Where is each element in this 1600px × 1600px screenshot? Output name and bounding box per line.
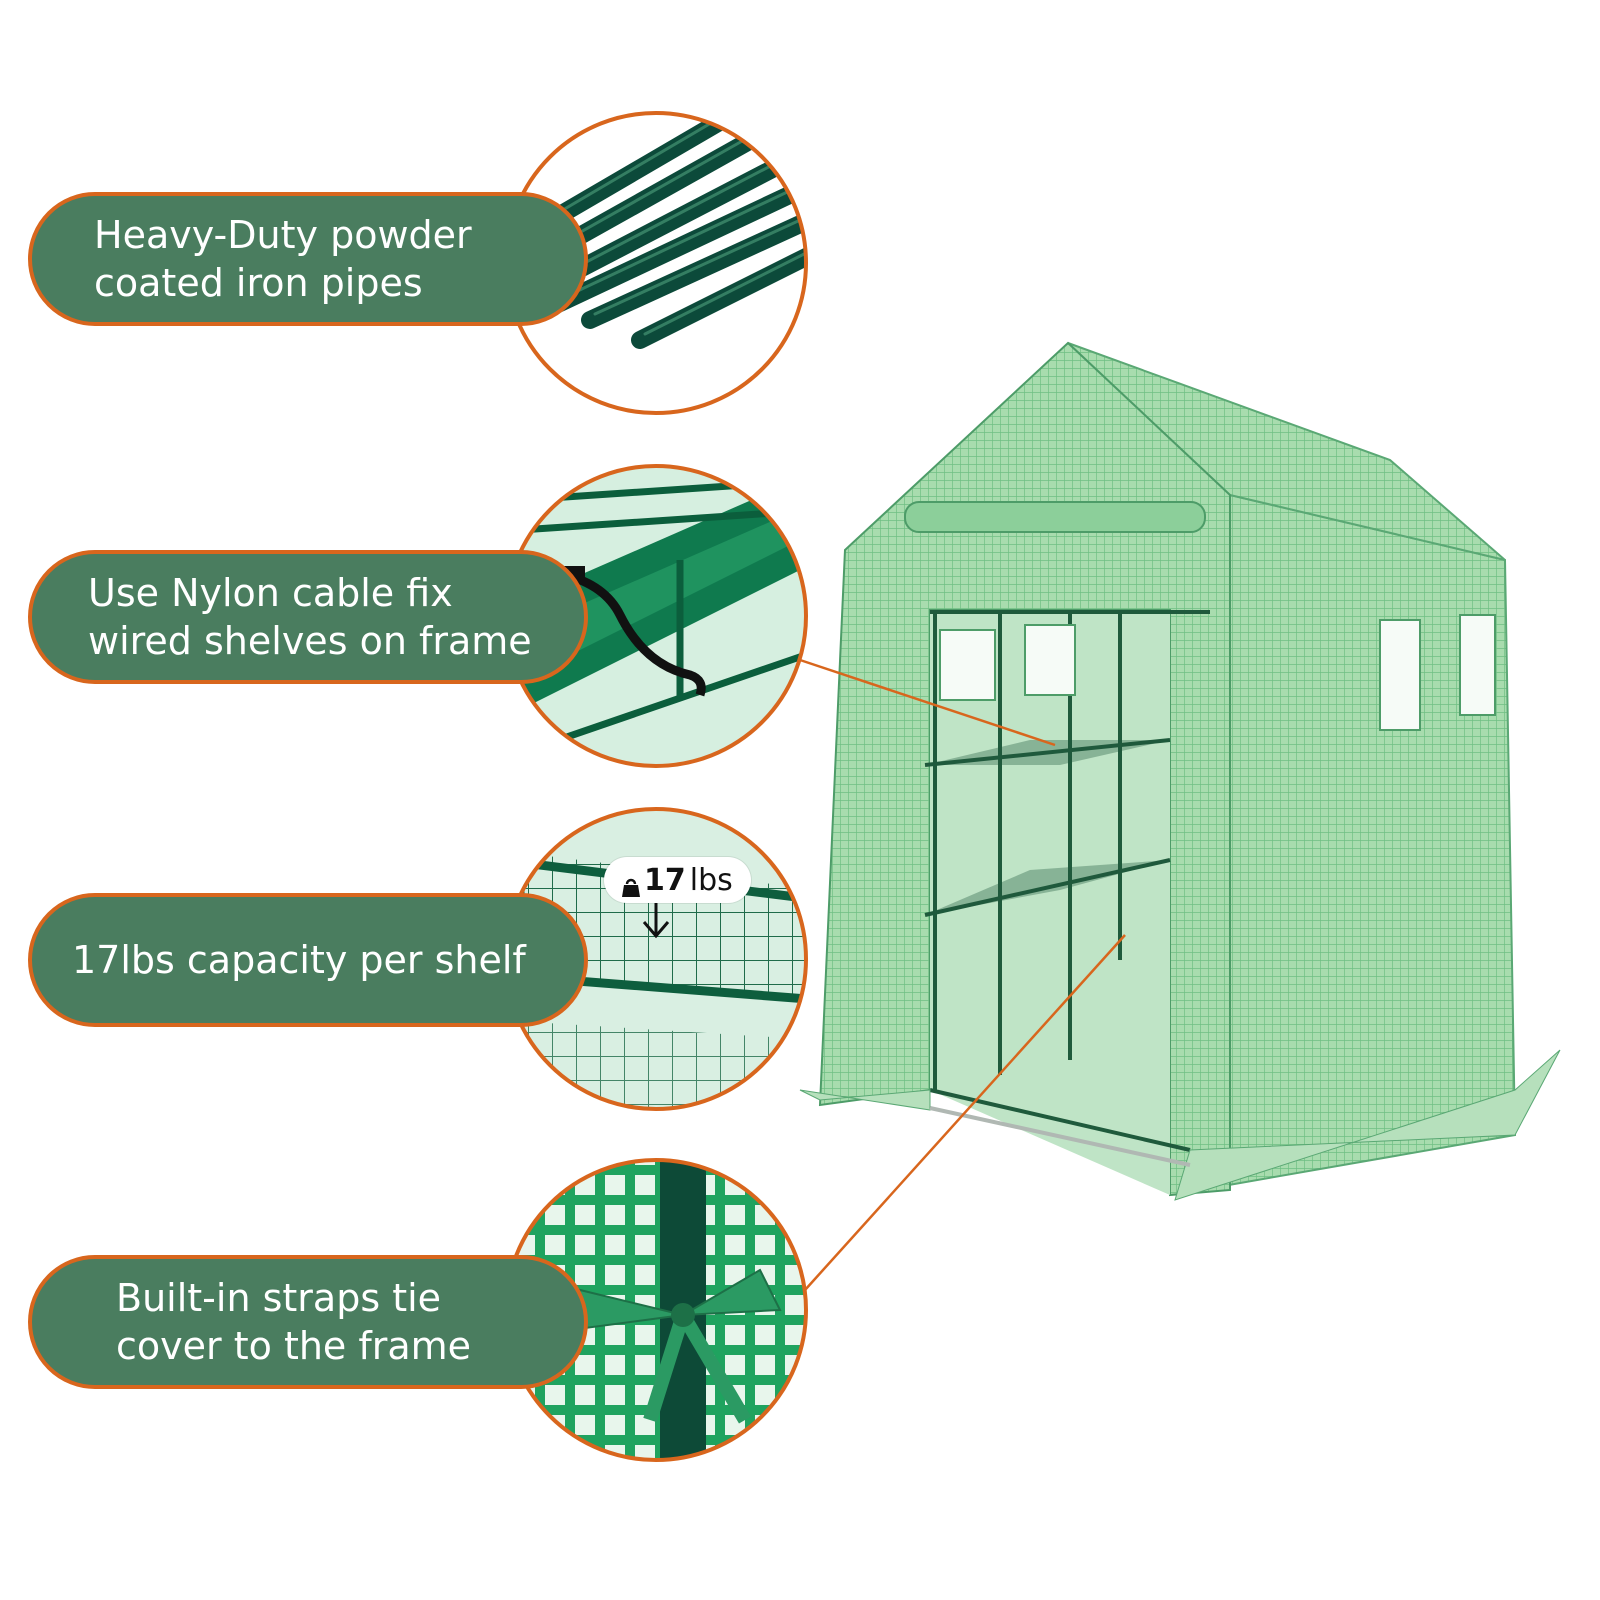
cable-tie-detail-image (504, 464, 808, 768)
feature-text-line: Use Nylon cable fix (88, 571, 453, 615)
feature-text-line: wired shelves on frame (88, 619, 532, 663)
feature-pill-capacity: 17lbs capacity per shelf (28, 893, 588, 1027)
feature-text-line: coated iron pipes (94, 261, 423, 305)
greenhouse-image (799, 341, 1561, 1201)
feature-text-line: cover to the frame (116, 1324, 472, 1368)
weight-number: 17 (644, 862, 686, 898)
pipes-detail-image (504, 111, 808, 415)
strap-detail-image (504, 1158, 808, 1462)
leader-lines (799, 658, 1126, 1291)
feature-text-line: Built-in straps tie (116, 1276, 442, 1320)
feature-pill-cable: Use Nylon cable fix wired shelves on fra… (28, 550, 588, 684)
weight-unit: lbs (689, 862, 733, 898)
feature-text-line: 17lbs capacity per shelf (72, 938, 526, 982)
feature-pill-pipes: Heavy-Duty powder coated iron pipes (28, 192, 588, 326)
weight-icon (622, 870, 640, 897)
weight-badge: 17 lbs (604, 857, 751, 903)
feature-pill-straps: Built-in straps tie cover to the frame (28, 1255, 588, 1389)
feature-text-line: Heavy-Duty powder (94, 213, 472, 257)
